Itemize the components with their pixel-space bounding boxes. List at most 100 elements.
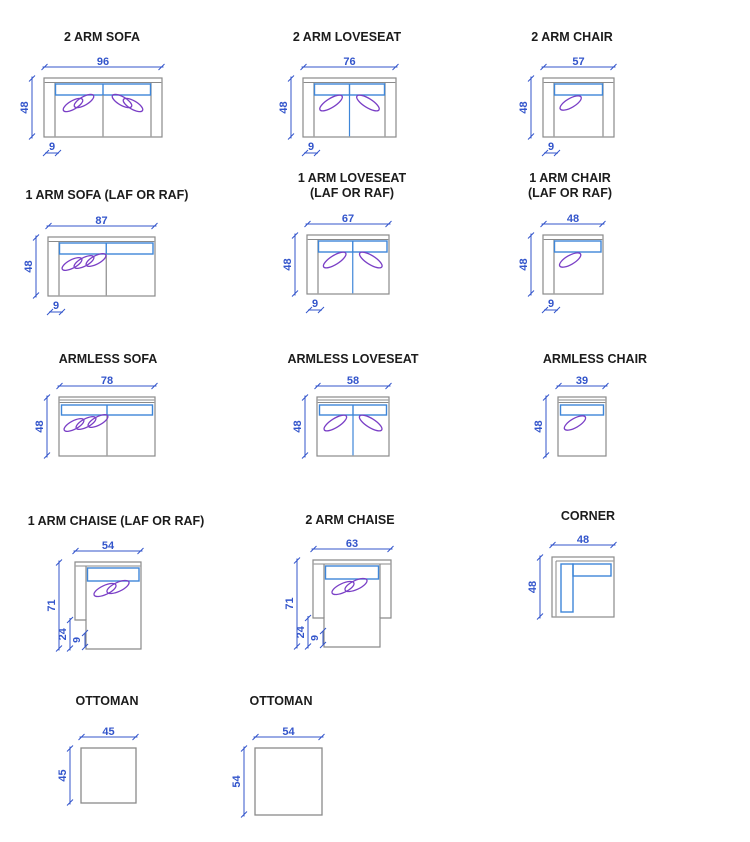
dim-tick xyxy=(55,645,63,652)
pillow-ellipse xyxy=(331,580,355,596)
piece-title: 2 ARM CHAIR xyxy=(531,30,612,44)
furniture-outline xyxy=(316,396,390,457)
piece-title: ARMLESS CHAIR xyxy=(543,352,647,366)
dim-tick xyxy=(137,547,144,555)
piece-title: OTTOMAN xyxy=(250,694,313,708)
dim-tick xyxy=(527,290,535,297)
dim-tick xyxy=(313,149,321,157)
dim-tick xyxy=(54,149,62,157)
dim-tick xyxy=(287,133,295,140)
back-cushion xyxy=(560,563,574,613)
furniture-outline xyxy=(557,396,607,457)
piece-title: CORNER xyxy=(561,509,615,523)
piece-title: 1 ARM SOFA (LAF OR RAF) xyxy=(26,188,189,202)
dim-tick xyxy=(527,133,535,140)
dim-tick xyxy=(151,382,158,390)
pillow-ellipse xyxy=(358,414,383,432)
dim-tick xyxy=(610,541,617,549)
dimension-label: 48 xyxy=(577,534,589,546)
piece-title: (LAF OR RAF) xyxy=(310,186,394,200)
dim-tick xyxy=(46,308,54,316)
dim-tick xyxy=(66,799,74,806)
pillow-ellipse xyxy=(111,93,133,109)
pillow-ellipse xyxy=(322,251,347,269)
dim-tick xyxy=(158,63,165,71)
dimension-label: 54 xyxy=(282,726,295,738)
dim-tick xyxy=(287,75,295,82)
dimension-label: 63 xyxy=(346,538,358,550)
dim-tick xyxy=(43,394,51,401)
dimension-label: 58 xyxy=(347,375,359,387)
dim-tick xyxy=(305,306,313,314)
dim-tick xyxy=(602,382,609,390)
dimension-label: 48 xyxy=(518,101,530,113)
back-cushion xyxy=(559,404,605,416)
pillow-ellipse xyxy=(563,415,587,431)
furniture-outline xyxy=(551,556,615,618)
dim-tick xyxy=(252,733,259,741)
dim-tick xyxy=(240,811,248,818)
pillow-ellipse xyxy=(87,413,109,429)
back-cushion xyxy=(324,565,380,580)
pillow-ellipse xyxy=(323,414,348,432)
dimension-label: 48 xyxy=(19,101,31,113)
dim-tick xyxy=(310,545,317,553)
pillow-ellipse xyxy=(63,417,85,433)
dim-tick xyxy=(81,629,89,637)
dim-tick xyxy=(553,149,561,157)
pillow-ellipse xyxy=(62,97,84,113)
back-cushion xyxy=(86,567,140,582)
dimension-label: 48 xyxy=(23,260,35,272)
dim-tick xyxy=(392,63,399,71)
pillow-ellipse xyxy=(73,254,95,270)
dimension-label-arm: 9 xyxy=(548,298,554,310)
dimension-label: 96 xyxy=(97,56,109,68)
dim-tick xyxy=(301,149,309,157)
dimension-label: 45 xyxy=(57,769,69,781)
dimension-label: 39 xyxy=(576,375,588,387)
dim-tick xyxy=(541,149,549,157)
dim-tick xyxy=(527,75,535,82)
dim-tick xyxy=(151,222,158,230)
furniture-outline xyxy=(43,77,163,138)
dim-tick xyxy=(553,306,561,314)
dim-tick xyxy=(240,745,248,752)
dimension-label-arm: 9 xyxy=(312,298,318,310)
dim-tick xyxy=(56,382,63,390)
dimension-label: 87 xyxy=(95,215,107,227)
dim-tick xyxy=(132,733,139,741)
dim-tick xyxy=(540,63,547,71)
pillow-ellipse xyxy=(93,582,117,598)
dimension-label: 48 xyxy=(533,420,545,432)
piece-title: 2 ARM CHAISE xyxy=(305,513,394,527)
dimension-label: 48 xyxy=(292,420,304,432)
dim-tick xyxy=(304,643,312,650)
furniture-outline xyxy=(312,559,392,648)
dim-tick xyxy=(28,75,36,82)
dim-tick xyxy=(541,306,549,314)
dim-tick xyxy=(293,643,301,650)
dim-tick xyxy=(304,220,311,228)
dim-tick xyxy=(549,541,556,549)
dim-tick xyxy=(28,133,36,140)
furniture-outline xyxy=(80,747,137,804)
furniture-outline xyxy=(58,396,156,457)
dim-tick xyxy=(536,613,544,620)
furniture-outline xyxy=(47,236,156,297)
piece-armless-chair: ARMLESS CHAIR 39 48 xyxy=(533,352,647,459)
piece-title: ARMLESS SOFA xyxy=(59,352,158,366)
pillow-ellipse xyxy=(106,579,130,595)
piece-title: 2 ARM SOFA xyxy=(64,30,140,44)
dim-tick xyxy=(599,220,606,228)
back-cushion xyxy=(553,240,602,253)
dim-tick xyxy=(41,63,48,71)
